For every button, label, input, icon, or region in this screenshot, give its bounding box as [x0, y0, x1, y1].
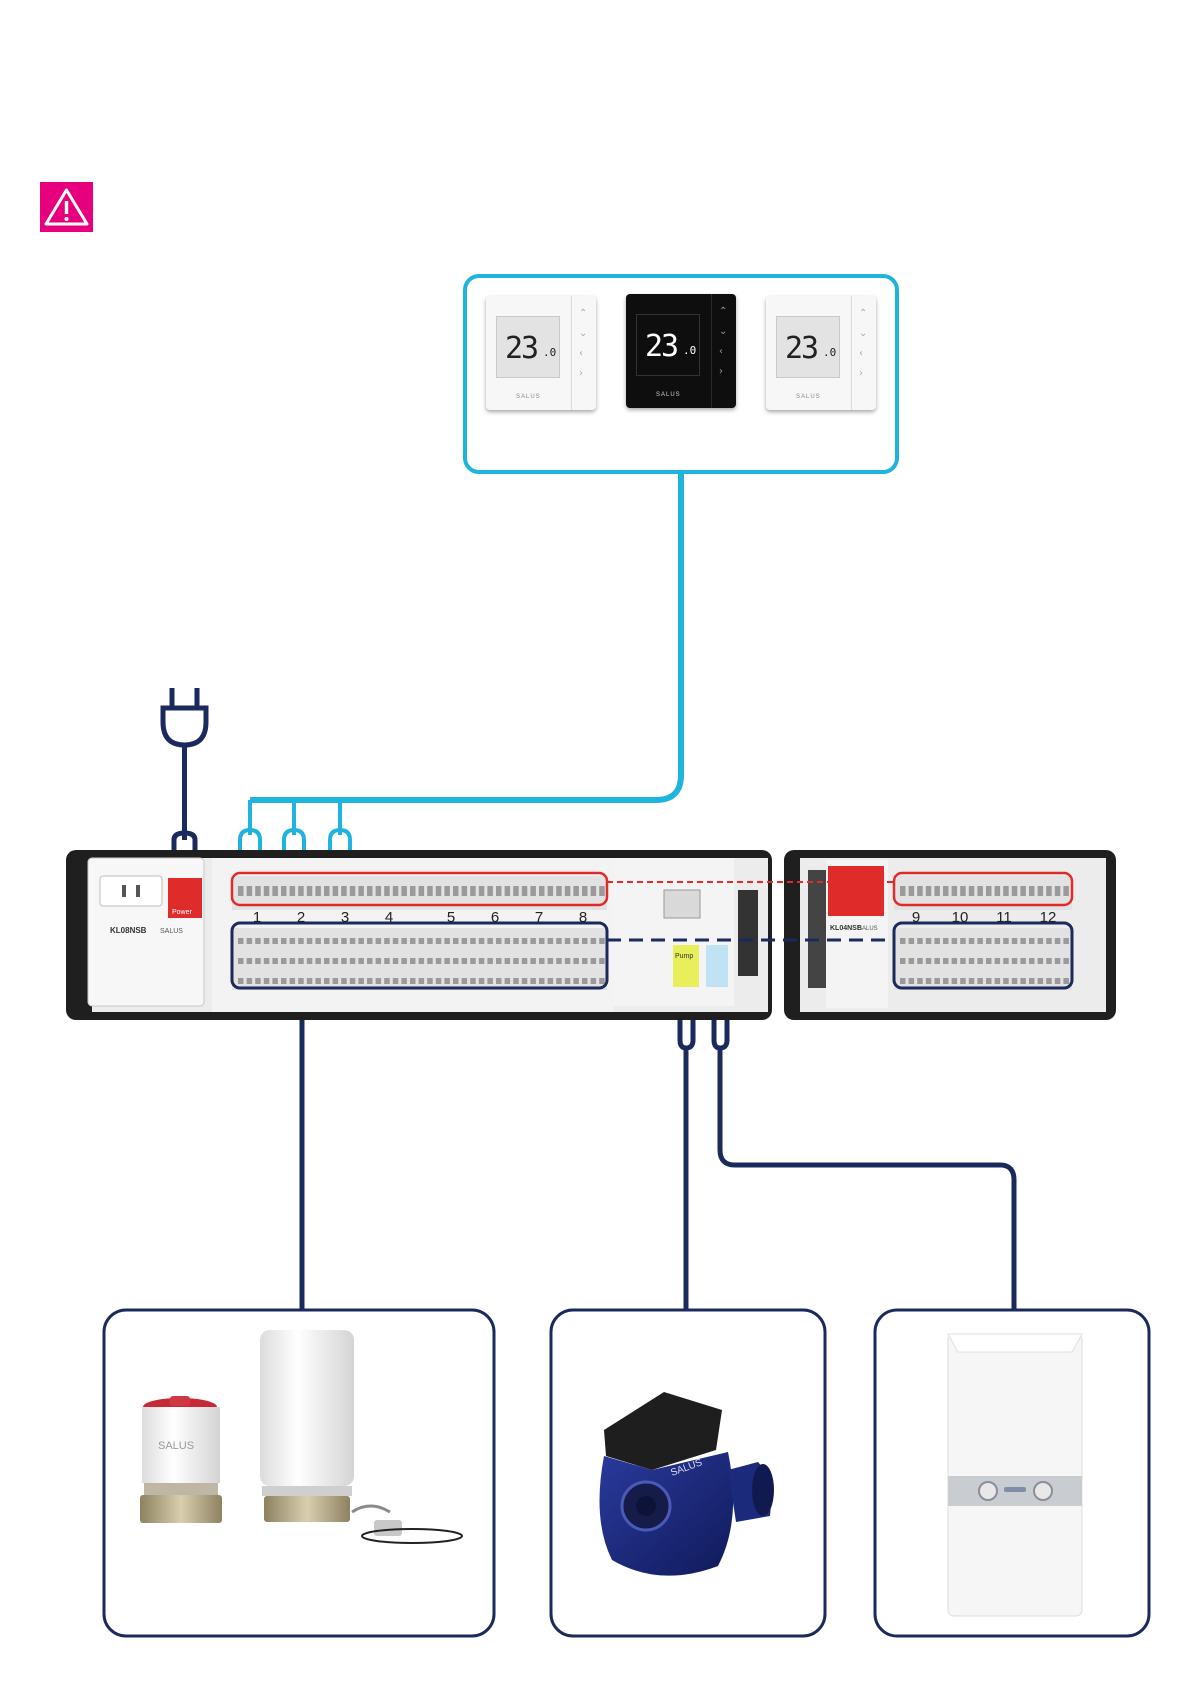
thermostat-touch-key: ⌄ [719, 326, 727, 337]
thermostat-button-rail: ⌃ ⌄ ‹ › [571, 296, 596, 410]
controller-brand: SALUS [160, 928, 183, 935]
zone-label-11: 11 [996, 909, 1012, 926]
extension-brand: SALUS [858, 926, 878, 932]
thermostat-screen: 23.0 [636, 314, 700, 376]
thermostat-screen: 23.0 [776, 316, 840, 378]
zone-label-6: 6 [491, 909, 499, 926]
pump-icon: SALUS [600, 1392, 775, 1576]
thermostat-decimal: .0 [823, 346, 836, 359]
warning-triangle-icon [40, 182, 93, 232]
zone-label-2: 2 [297, 909, 305, 926]
thermostat-brand: SALUS [796, 394, 821, 400]
thermostat-temperature: 23 [645, 329, 677, 364]
thermostat-touch-key: › [579, 368, 583, 379]
thermostat-touch-key: ⌃ [859, 308, 867, 319]
thermostat-touch-key: › [859, 368, 863, 379]
power-label: Power [172, 909, 193, 916]
thermostat-button-rail: ⌃ ⌄ ‹ › [711, 294, 736, 408]
thermostat-touch-key: ⌄ [579, 328, 587, 339]
pump-terminal [673, 945, 699, 987]
thermostat-temperature: 23 [785, 331, 817, 366]
zone-label-12: 12 [1040, 909, 1057, 926]
thermostat-touch-key: ⌃ [579, 308, 587, 319]
thermostat-touch-key: ‹ [579, 348, 583, 359]
zone-label-1: 1 [253, 909, 261, 926]
zone-label-7: 7 [535, 909, 543, 926]
zone-label-9: 9 [912, 909, 920, 926]
thermostat-touch-key: ⌄ [859, 328, 867, 339]
thermostat-decimal: .0 [543, 346, 556, 359]
thermostat-wire [250, 472, 681, 800]
boiler-icon [948, 1334, 1082, 1616]
pump-label: Pump [675, 953, 693, 960]
thermostat-decimal: .0 [683, 344, 696, 357]
zone-label-4: 4 [385, 909, 393, 926]
zone-label-8: 8 [579, 909, 587, 926]
thermostat-brand: SALUS [516, 394, 541, 400]
thermostat-touch-key: ‹ [859, 348, 863, 359]
zone-label-5: 5 [447, 909, 455, 926]
actuator-icon: SALUS [140, 1330, 462, 1543]
zone-label-10: 10 [952, 909, 969, 926]
controller-kl08nsb: KL08NSB SALUS Power 1 2 3 4 5 6 7 8 Pump [66, 850, 772, 1020]
thermostat-brand: SALUS [656, 392, 681, 398]
thermostat-touch-key: ‹ [719, 346, 723, 357]
thermostat-button-rail: ⌃ ⌄ ‹ › [851, 296, 876, 410]
thermostat-screen: 23.0 [496, 316, 560, 378]
controller-model: KL08NSB [110, 926, 147, 935]
upper-terminals [238, 886, 605, 896]
boiler-terminal [706, 945, 728, 987]
thermostat-temperature: 23 [505, 331, 537, 366]
zone-label-3: 3 [341, 909, 349, 926]
thermostat-touch-key: ⌃ [719, 306, 727, 317]
actuator-brand: SALUS [158, 1440, 194, 1452]
thermostat-touch-key: › [719, 366, 723, 377]
